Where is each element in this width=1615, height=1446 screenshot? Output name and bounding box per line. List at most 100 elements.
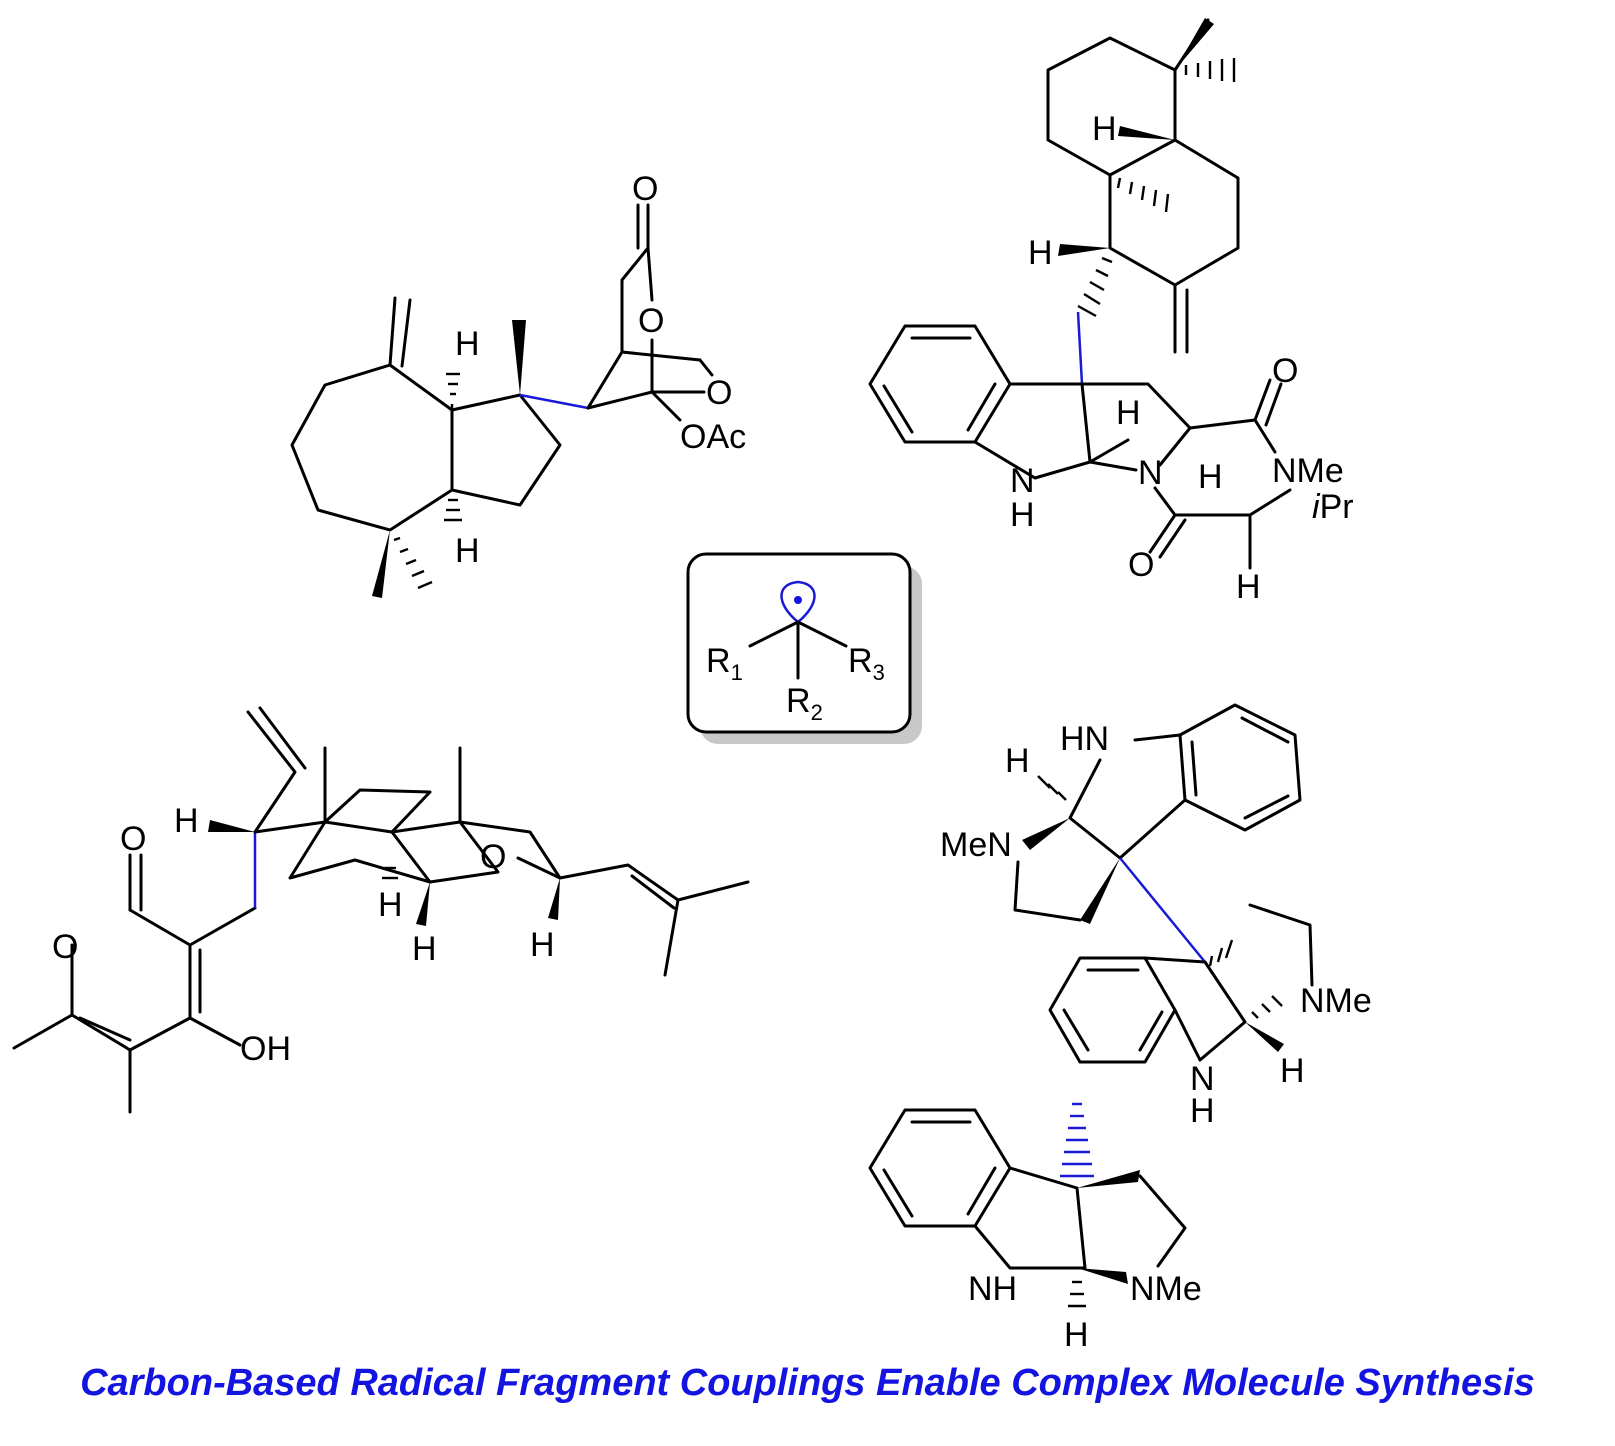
wedge-top-methyl xyxy=(512,320,526,395)
decalin-ring-a xyxy=(1046,36,1177,177)
coupling-bond-top-right xyxy=(1076,311,1084,385)
hash-methyl-a xyxy=(1184,58,1236,82)
radical-electron-dot xyxy=(794,596,802,604)
br-top-db-1 xyxy=(1240,716,1290,744)
prenyl-chain xyxy=(558,863,750,902)
isopropenyl-a xyxy=(246,710,297,834)
nme-bot: NMe xyxy=(1130,1270,1202,1308)
h-amide: H xyxy=(1198,458,1223,496)
pyrone-db-b xyxy=(78,1016,132,1042)
wedge-h-c xyxy=(548,878,560,920)
fused-ring-a xyxy=(253,788,432,834)
carbonyl-o: O xyxy=(632,170,658,208)
hn-bond xyxy=(1133,733,1182,742)
pyrrolidine-top-b xyxy=(1013,860,1082,922)
h-bot: H xyxy=(1064,1316,1089,1354)
methyl-pyrone-a xyxy=(12,1013,74,1050)
wedge-h-mid xyxy=(1058,244,1110,256)
h-b: H xyxy=(412,930,437,968)
molecule-bottom-right: HN MeN H N H NMe H xyxy=(868,703,1372,1354)
nme: NMe xyxy=(1272,452,1344,490)
dkp-co-upper-b xyxy=(1264,382,1283,427)
wedge-nme-bot xyxy=(1077,1268,1128,1284)
hash-h-bot xyxy=(1068,1280,1086,1308)
nh-h: H xyxy=(1010,496,1035,534)
label-r2: R2 xyxy=(786,682,823,725)
radical-box: R1 R3 R2 xyxy=(686,552,922,744)
o-upper: O xyxy=(1272,352,1298,390)
pyran-upper xyxy=(458,820,562,880)
molecule-bottom-left: O O OH H O H H H xyxy=(12,706,750,1114)
hash-ch2 xyxy=(1077,256,1113,318)
dkp-n-bond xyxy=(1253,418,1277,454)
hash-ch2-mid xyxy=(1208,939,1234,967)
prenyl-methyl xyxy=(663,898,680,977)
label-r1: R1 xyxy=(706,642,743,685)
hash-methyl xyxy=(393,536,433,590)
o-ether: O xyxy=(480,838,506,876)
h-bottom-tr: H xyxy=(1236,568,1261,606)
nh-mid-n: N xyxy=(1190,1060,1215,1098)
acetate: OAc xyxy=(680,418,746,456)
lactone-base xyxy=(586,390,654,410)
br-mid-db-2 xyxy=(1062,1008,1090,1052)
h-a: H xyxy=(378,886,403,924)
pyrone-ring xyxy=(70,908,192,1052)
n: N xyxy=(1138,454,1163,492)
wedge-men xyxy=(1022,818,1070,850)
benzene-db-3 xyxy=(966,382,997,432)
nh-bot: NH xyxy=(968,1270,1017,1308)
h-upper: H xyxy=(1092,110,1117,148)
coupling-bond-br-upper xyxy=(1119,857,1206,963)
hash-methyl-b xyxy=(1116,177,1170,213)
h-c: H xyxy=(530,926,555,964)
h-top: H xyxy=(455,325,480,363)
h-mid: H xyxy=(1028,234,1053,272)
diketopiperazine-upper xyxy=(1080,382,1192,467)
lactone-chain xyxy=(586,246,650,410)
ring-o: O xyxy=(638,302,664,340)
br-mid-db-3 xyxy=(1138,1010,1164,1052)
decalin-ring-b xyxy=(1108,138,1240,287)
linker-a xyxy=(188,906,257,947)
h-mid-br: H xyxy=(1280,1052,1305,1090)
benzene-top-right xyxy=(868,324,1012,444)
wedge-methyl-a xyxy=(1175,18,1214,70)
wedge-top-ring xyxy=(1080,858,1120,924)
hash-h-bottom xyxy=(444,498,462,522)
hash-h-top xyxy=(446,372,460,412)
prenyl-db xyxy=(630,874,676,910)
caption: Carbon-Based Radical Fragment Couplings … xyxy=(80,1362,1535,1404)
hash-h-top-br xyxy=(1037,775,1067,801)
br-bot-db-2 xyxy=(882,1168,914,1218)
benzene-br-top xyxy=(1178,703,1302,832)
isopropenyl-b xyxy=(258,706,307,770)
wedge-h-b xyxy=(416,882,430,926)
nh-n: N xyxy=(1010,462,1035,500)
oac-bond xyxy=(650,390,682,422)
o-ring: O xyxy=(52,928,78,966)
hn-top: HN xyxy=(1060,720,1109,758)
br-bot-db-3 xyxy=(966,1166,997,1216)
pyrrolidine-bot xyxy=(1138,1174,1187,1268)
wedge-bot-ring xyxy=(1077,1170,1140,1188)
wedge-h-upper xyxy=(1118,126,1175,140)
indoline-mid-ring xyxy=(1143,956,1247,1062)
dkp-lower xyxy=(1153,486,1292,517)
dkp-co-upper-a xyxy=(1253,378,1272,422)
ether-bond-b xyxy=(698,358,714,377)
oh: OH xyxy=(240,1030,291,1068)
nh-mid-h: H xyxy=(1190,1092,1215,1130)
benzene-br-bot xyxy=(868,1108,1012,1228)
ether-o: O xyxy=(706,374,732,412)
ipr: iPr xyxy=(1312,488,1354,526)
dkp-co-lower-a xyxy=(1148,513,1177,554)
radical-orbital-lobe xyxy=(780,580,816,624)
cyclopentane-ring xyxy=(450,393,562,507)
hash-coupling-br-lower xyxy=(1060,1102,1094,1178)
methylene-bond-b xyxy=(400,298,412,368)
bond-r1 xyxy=(748,620,800,648)
h-ring: H xyxy=(1116,394,1141,432)
dkp-carbonyl-c xyxy=(1188,418,1257,430)
